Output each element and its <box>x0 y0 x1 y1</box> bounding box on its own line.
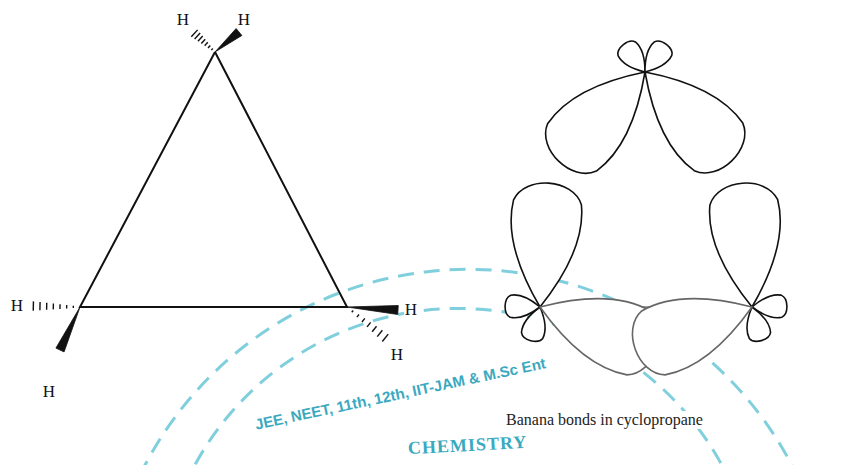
banana-bond-lobe <box>505 181 584 310</box>
ring-bond <box>80 52 347 307</box>
banana-bond-lobe <box>707 180 787 309</box>
hashed-bond <box>352 311 388 342</box>
atom-label: H <box>10 297 24 316</box>
wedge-bond <box>215 29 242 52</box>
hashed-bond <box>191 30 213 50</box>
atom-label: H <box>42 383 56 402</box>
atom-label: H <box>390 346 404 365</box>
banana-bond-lobe <box>623 274 764 383</box>
atom-label: H <box>237 11 251 30</box>
watermark-text: CHEMISTRY <box>406 433 530 459</box>
skeletal-structure <box>33 29 398 352</box>
hashed-bond <box>33 301 73 310</box>
wedge-bond <box>347 306 398 315</box>
atom-label: H <box>404 301 418 320</box>
banana-bond-lobe <box>620 47 757 185</box>
banana-bond-lobe <box>533 48 670 186</box>
atom-label: H <box>176 11 190 30</box>
figure-caption: Banana bonds in cyclopropane <box>504 411 705 429</box>
orbital-figure <box>505 37 787 382</box>
wedge-bond <box>56 307 80 352</box>
